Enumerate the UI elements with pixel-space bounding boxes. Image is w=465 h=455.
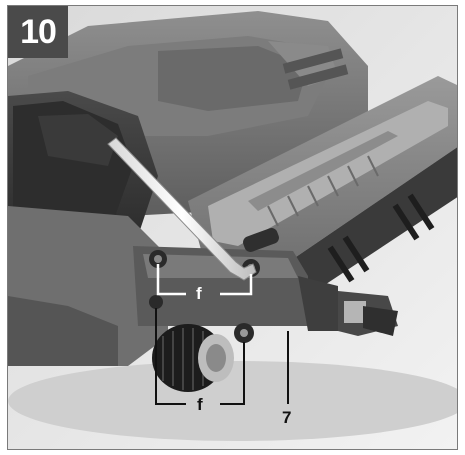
callout-label-part-7: 7 <box>282 408 292 427</box>
tool-photo <box>8 6 457 449</box>
figure-number-badge: 10 <box>8 6 68 58</box>
figure-panel: 10 f f 7 <box>7 5 458 450</box>
callout-label-f-lower: f <box>197 395 203 414</box>
callout-label-f-upper: f <box>196 284 202 303</box>
